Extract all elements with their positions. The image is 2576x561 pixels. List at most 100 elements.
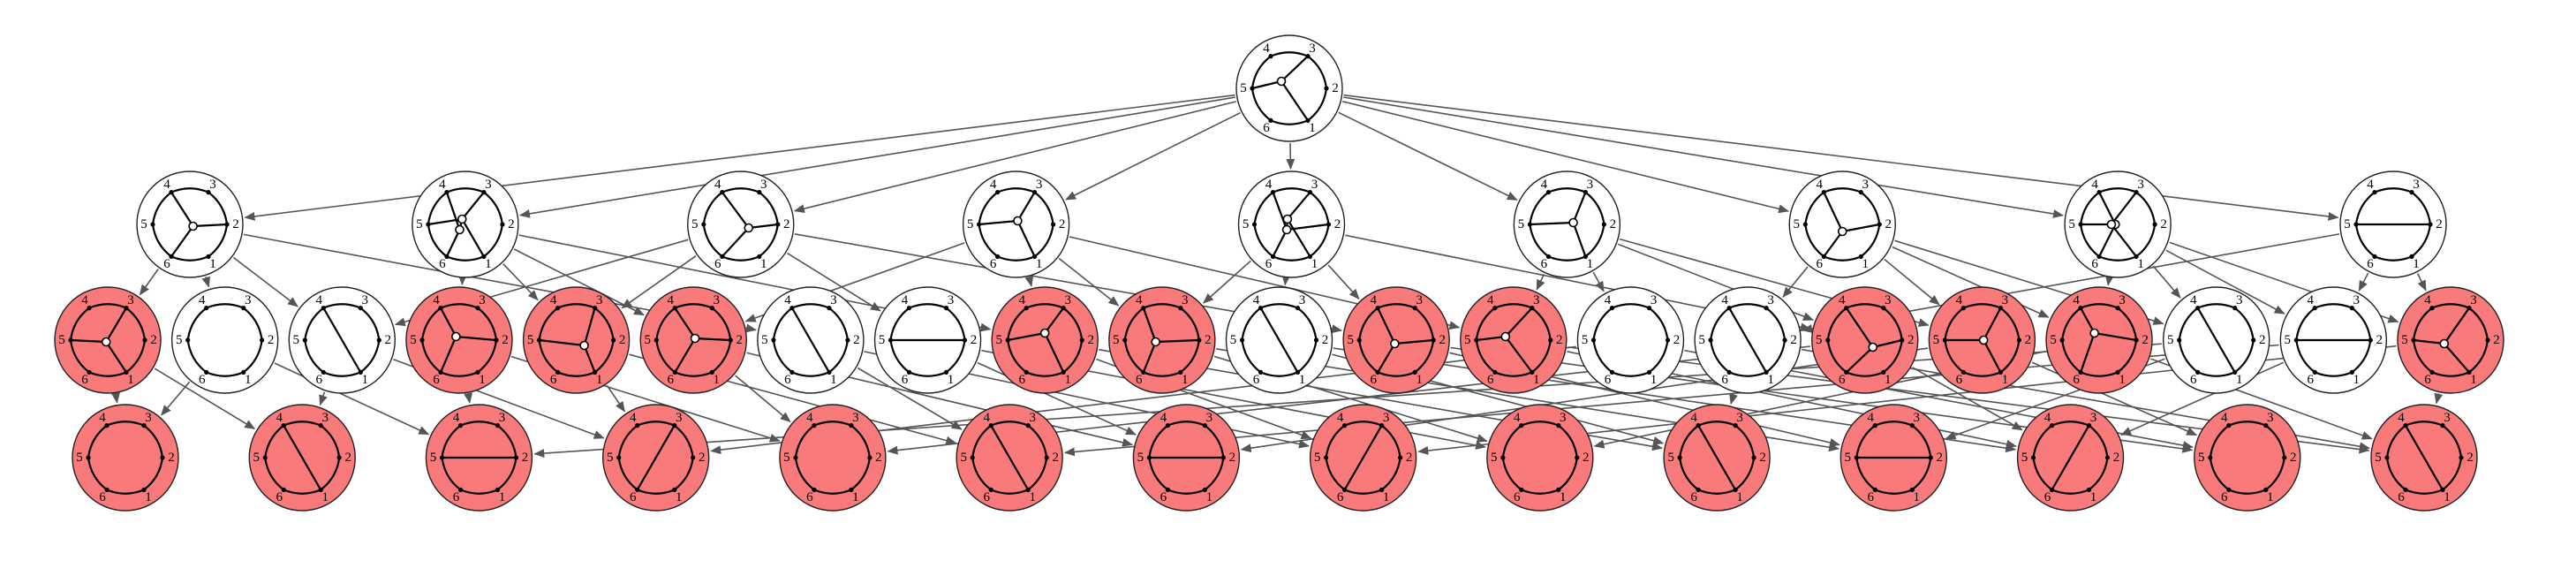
vertex-dot [1398,455,1403,460]
vertex-label: 1 [1182,373,1189,387]
vertex-label: 3 [948,293,955,307]
vertex-label: 2 [1059,217,1066,231]
vertex-dot [827,306,832,311]
vertex-dot [906,306,912,311]
vertex-label: 6 [1487,373,1494,387]
boundary-arc [1592,307,1613,341]
vertex-label: 3 [1767,293,1774,307]
vertex-label: 2 [508,217,515,231]
boundary-arc [2117,307,2138,341]
vertex-dot [1025,487,1031,493]
boundary-arc [1855,424,1876,459]
vertex-dot [439,455,445,460]
vertex-dot [2232,369,2238,375]
boundary-arc [1584,224,1605,258]
vertex-label: 3 [760,178,767,192]
vertex-dot [457,487,464,493]
chord-line [445,191,461,231]
vertex-dot [1197,337,1202,343]
vertex-label: 6 [163,257,170,271]
vertex-dot [2293,337,2299,343]
vertex-label: 4 [2091,178,2098,192]
vertex-dot [160,455,165,460]
vertex-label: 4 [316,293,323,307]
vertex-dot [849,423,854,428]
node-circle [522,286,631,394]
boundary-arc [1180,307,1200,341]
vertex-dot [709,306,714,311]
node-circle [2194,404,2301,512]
vertex-dot [1005,337,1010,343]
vertex-label: 6 [1956,373,1963,387]
node-circle [170,286,279,394]
boundary-arc [1728,303,1767,309]
boundary-arc [1494,303,1533,309]
vertex-dot [124,306,129,311]
vertex-dot [1492,306,1498,311]
boundary-arc [1846,303,1885,309]
vertex-dot [1733,487,1738,493]
vertex-label: 3 [2002,293,2009,307]
boundary-arc [759,191,779,225]
boundary-arc [721,255,760,262]
chord-line [1016,219,1036,258]
vertex-dot [1545,254,1551,259]
edge-n0-n1_8 [1343,96,2064,218]
chord-line [1272,228,1288,258]
node-circle [2397,286,2504,394]
vertex-dot [789,306,795,311]
chord-line [721,191,750,230]
vertex-dot [1764,369,1769,375]
vertex-dot [827,369,832,375]
vertex-dot [336,455,342,460]
vertex-label: 6 [316,373,323,387]
hub-vertex [1568,217,1578,228]
boundary-arc [106,489,145,495]
vertex-dot [2059,337,2065,343]
boundary-arc [971,457,992,491]
vertex-label: 6 [2398,490,2405,504]
vertex-label: 1 [2470,373,2477,387]
vertex-dot [169,190,174,195]
chord-line [1272,191,1288,231]
vertex-label: 1 [714,373,721,387]
vertex-label: 4 [2308,293,2315,307]
vertex-label: 3 [1416,293,1423,307]
boundary-arc [1944,307,1965,341]
boundary-arc [1062,339,1084,374]
vertex-label: 5 [783,451,790,465]
vertex-label: 3 [1885,293,1892,307]
edge-n1_3-n2_8 [787,252,881,312]
chord-line [693,337,732,342]
vertex-dot [444,190,449,195]
boundary-arc [1734,457,1756,491]
vertex-dot [142,337,147,343]
vertex-label: 5 [58,333,65,347]
vertex-dot [1872,487,1877,493]
node-circle [405,286,513,394]
hub-vertex [579,340,589,351]
vertex-label: 6 [1514,490,1521,504]
boundary-arc [1204,457,1225,491]
vertex-dot [1665,337,1671,343]
vertex-label: 6 [668,373,675,387]
vertex-dot [495,423,501,428]
boundary-arc [1612,303,1650,309]
vertex-dot [2134,190,2139,195]
vertex-dot [2428,222,2433,227]
boundary-arc [2412,339,2433,374]
chord-line [583,307,596,347]
vertex-dot [2263,487,2269,493]
boundary-arc [2080,371,2119,377]
